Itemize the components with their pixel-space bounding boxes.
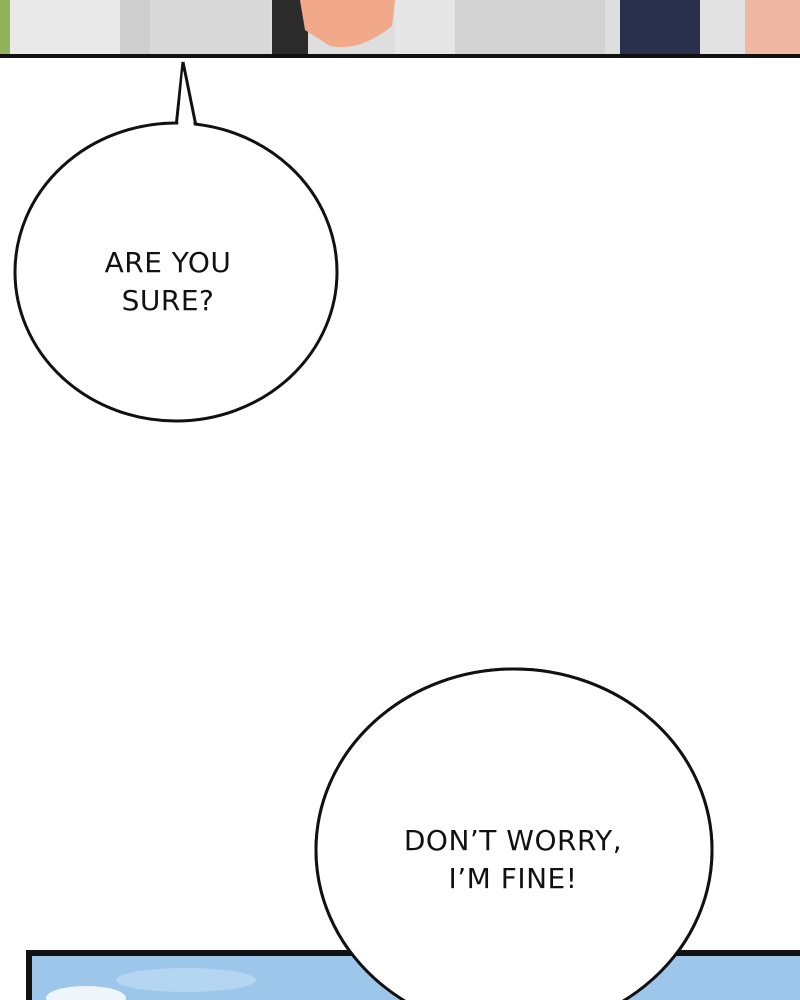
speech-bubble-1 — [13, 61, 339, 423]
top-panel-artwork — [0, 0, 800, 58]
speech-bubble-1-text: ARE YOU SURE? — [104, 246, 232, 317]
speech-bubble-2-text: DON’T WORRY, I’M FINE! — [403, 824, 623, 895]
top-comic-panel — [0, 0, 800, 58]
